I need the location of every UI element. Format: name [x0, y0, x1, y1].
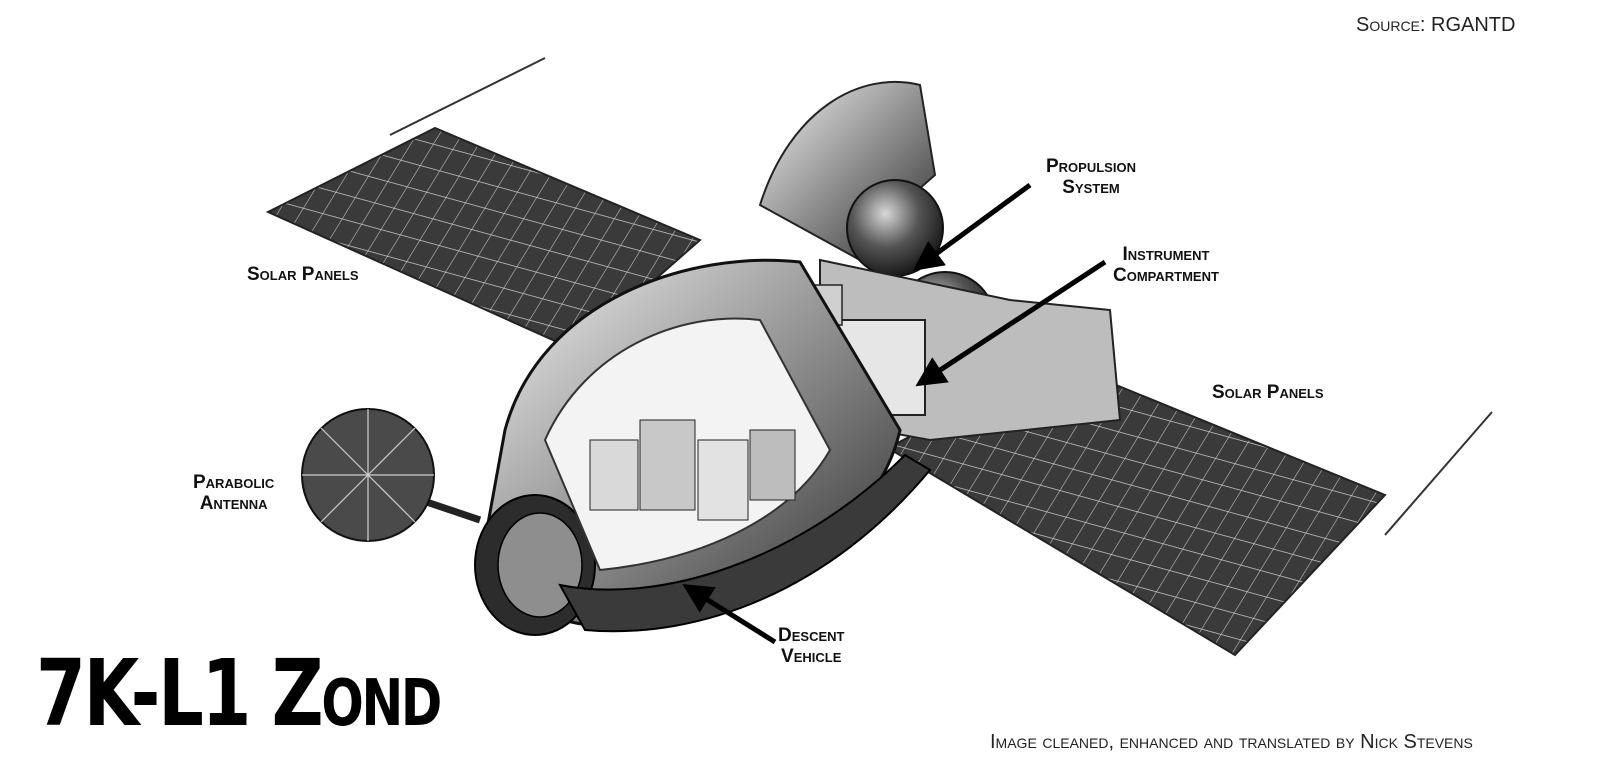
label-line: Propulsion — [1046, 156, 1136, 177]
arrow-propulsion — [912, 182, 1032, 271]
label-solar-panels-right: Solar Panels — [1212, 382, 1324, 403]
arrow-instrument — [915, 259, 1107, 387]
interior-equipment — [639, 419, 696, 511]
interior-equipment — [697, 439, 749, 521]
lower-hull — [558, 453, 932, 633]
label-line: Instrument — [1122, 244, 1210, 265]
page-title: 7K-L1 Zond — [36, 640, 442, 747]
label-instrument-compartment: Instrument Compartment — [1113, 244, 1219, 286]
label-parabolic-antenna: Parabolic Antenna — [193, 472, 274, 514]
label-line: Descent — [778, 625, 845, 646]
label-line: Parabolic — [193, 472, 275, 493]
label-descent-vehicle: Descent Vehicle — [778, 625, 844, 667]
image-credit: Image cleaned, enhanced and translated b… — [990, 731, 1473, 753]
label-line: Vehicle — [781, 646, 842, 667]
interior-equipment — [589, 439, 639, 511]
label-solar-panels-left: Solar Panels — [247, 264, 359, 285]
interior-equipment — [749, 429, 796, 501]
label-propulsion-system: Propulsion System — [1046, 156, 1136, 198]
label-line: Antenna — [199, 493, 268, 514]
arrow-descent — [682, 584, 777, 645]
whip-antenna-left — [389, 57, 546, 136]
label-line: Compartment — [1113, 265, 1219, 286]
hatch-ring-inner — [497, 512, 583, 618]
dish-ribs — [302, 409, 434, 541]
label-line: System — [1062, 177, 1120, 198]
solar-panel-left — [265, 126, 702, 352]
source-credit: Source: RGANTD — [1356, 14, 1516, 36]
whip-antenna-right — [1384, 411, 1493, 536]
